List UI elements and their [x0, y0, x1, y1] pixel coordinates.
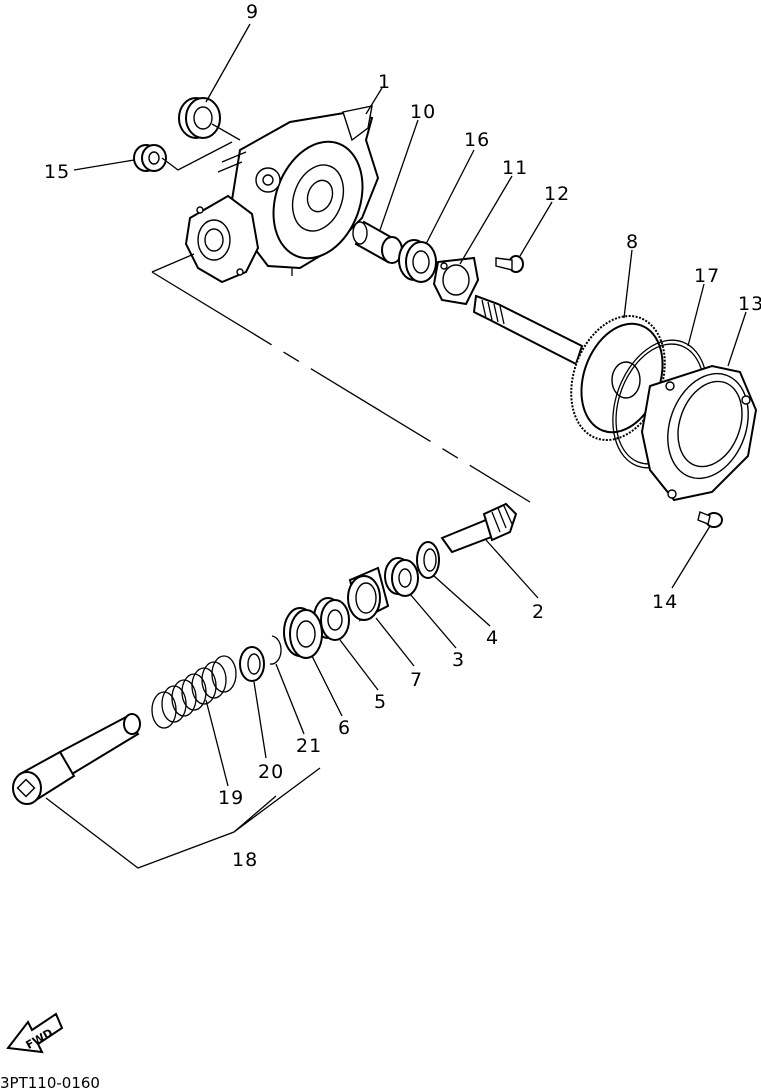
callout-12: 12 — [544, 183, 570, 205]
callout-10: 10 — [410, 101, 436, 123]
callout-19: 19 — [218, 787, 244, 809]
part-11-retainer-plate — [432, 256, 480, 306]
callout-18: 18 — [232, 849, 258, 871]
callout-17: 17 — [694, 265, 720, 287]
callout-2: 2 — [532, 601, 545, 623]
part-6-seal — [283, 607, 323, 659]
callout-13: 13 — [738, 293, 761, 315]
part-20-washer — [239, 646, 265, 682]
part-4-washer — [416, 541, 440, 579]
callout-11: 11 — [502, 157, 528, 179]
callout-numbers: 1 2 3 4 5 6 7 8 9 10 11 12 13 14 15 16 1… — [44, 1, 761, 871]
callout-1: 1 — [378, 71, 391, 93]
callout-16: 16 — [464, 129, 490, 151]
part-18-shaft-assembly — [12, 713, 141, 805]
diagram-code: 3PT110-0160 — [0, 1074, 100, 1092]
callout-7: 7 — [410, 669, 423, 691]
part-19-spring — [151, 655, 237, 729]
callout-21: 21 — [296, 735, 322, 757]
part-16-bearing — [398, 239, 437, 283]
part-21-circlip — [269, 635, 282, 665]
part-10-collar — [352, 220, 403, 264]
callout-14: 14 — [652, 591, 678, 613]
callout-15: 15 — [44, 161, 70, 183]
part-12-screw — [495, 255, 524, 273]
part-15-bushing — [133, 144, 167, 172]
callout-20: 20 — [258, 761, 284, 783]
part-8-drive-gear — [472, 294, 666, 441]
callout-5: 5 — [374, 691, 387, 713]
callout-3: 3 — [452, 649, 465, 671]
leader-lines — [45, 23, 747, 869]
part-9-bearing — [178, 97, 221, 139]
part-3-bearing — [384, 557, 419, 597]
part-14-screw — [697, 511, 723, 528]
fwd-arrow-icon: FWD — [6, 1012, 64, 1054]
part-2-pinion-shaft — [440, 502, 518, 554]
part-7-collar — [347, 566, 390, 622]
callout-8: 8 — [626, 231, 639, 253]
callout-6: 6 — [338, 717, 351, 739]
part-13-cover — [640, 364, 758, 502]
callout-9: 9 — [246, 1, 259, 23]
part-1-gear-housing — [184, 105, 380, 284]
callout-4: 4 — [486, 627, 499, 649]
